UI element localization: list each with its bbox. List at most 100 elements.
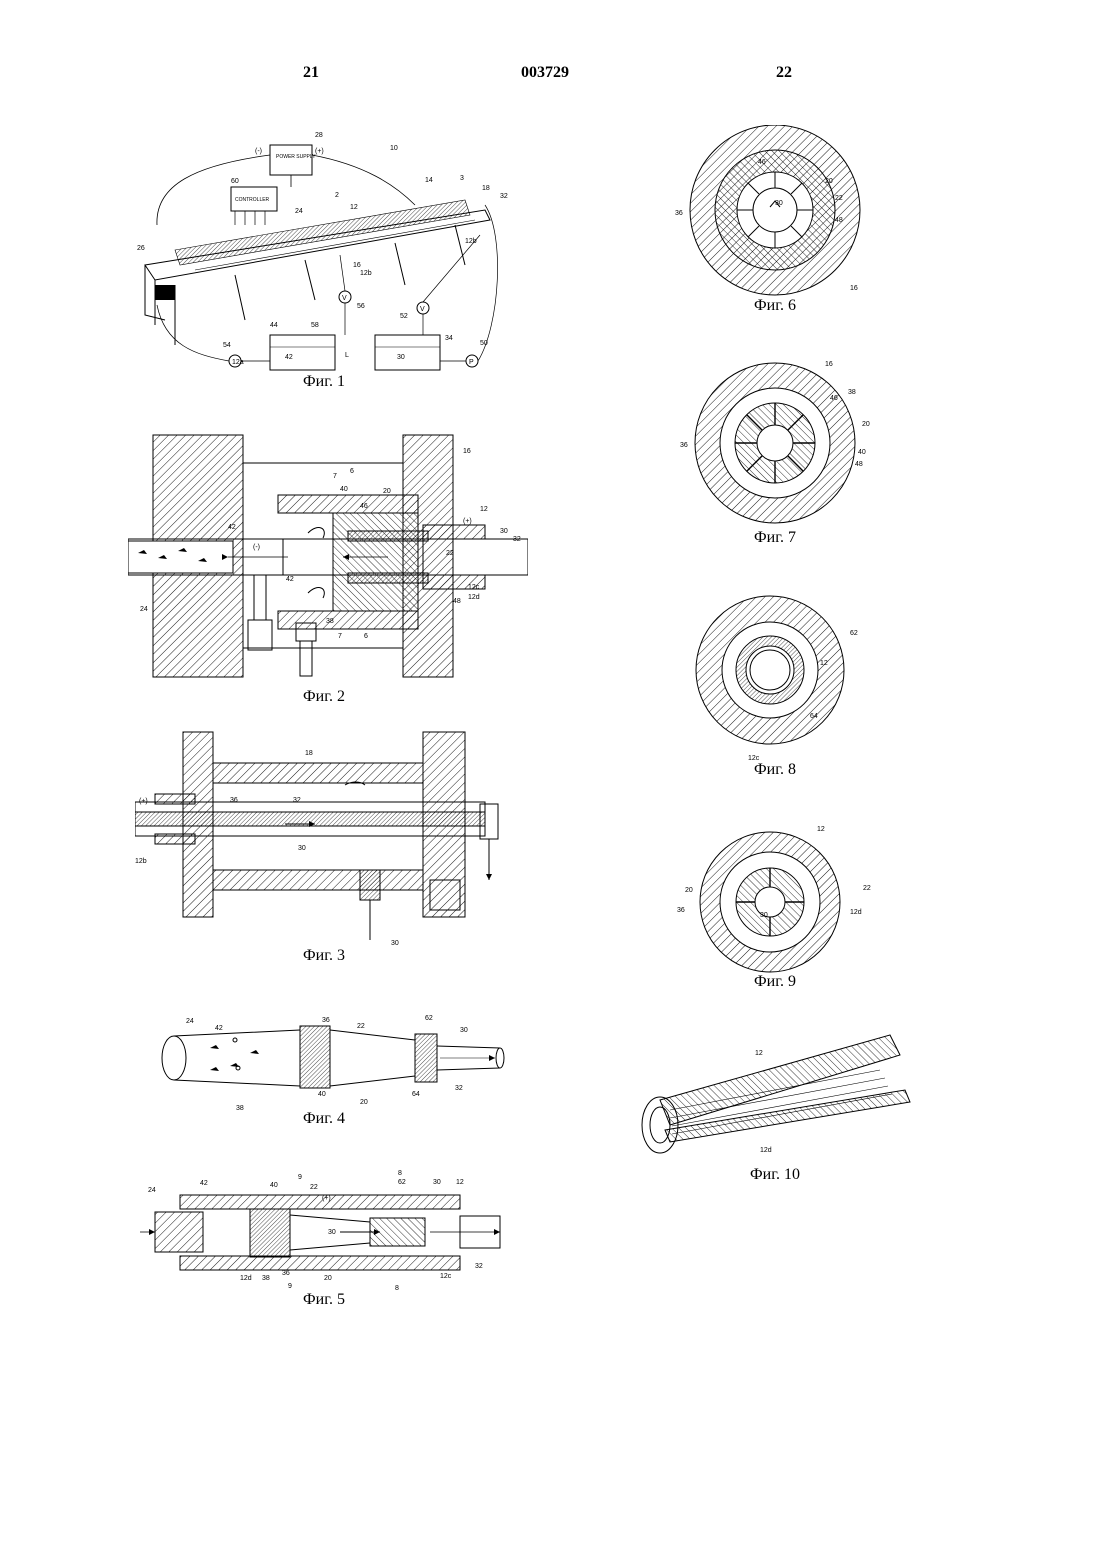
svg-text:3: 3 — [460, 175, 464, 182]
svg-text:12: 12 — [480, 506, 488, 513]
svg-text:32: 32 — [475, 1263, 483, 1270]
svg-text:54: 54 — [223, 342, 231, 349]
svg-text:46: 46 — [758, 159, 766, 166]
figure-5-drawing: 24 42 40 9 22 (+) 62 8 30 12 30 12d 38 3… — [140, 1170, 510, 1295]
svg-text:9: 9 — [288, 1283, 292, 1290]
svg-text:42: 42 — [215, 1025, 223, 1032]
svg-text:12d: 12d — [240, 1275, 252, 1282]
svg-text:22: 22 — [446, 550, 454, 557]
svg-text:12: 12 — [350, 204, 358, 211]
figure-9-caption: Фиг. 9 — [705, 973, 845, 991]
svg-text:30: 30 — [433, 1179, 441, 1186]
svg-text:12: 12 — [820, 660, 828, 667]
svg-text:30: 30 — [397, 354, 405, 361]
svg-text:46: 46 — [830, 395, 838, 402]
svg-text:40: 40 — [340, 486, 348, 493]
svg-text:22: 22 — [863, 885, 871, 892]
svg-text:30: 30 — [298, 845, 306, 852]
svg-text:16: 16 — [463, 448, 471, 455]
svg-text:40: 40 — [318, 1091, 326, 1098]
svg-text:12: 12 — [456, 1179, 464, 1186]
svg-text:36: 36 — [680, 442, 688, 449]
svg-text:32: 32 — [513, 536, 521, 543]
svg-text:V: V — [420, 306, 425, 313]
patent-number: 003729 — [521, 64, 569, 82]
svg-text:(+): (+) — [139, 798, 148, 805]
controller-label: CONTROLLER — [235, 197, 270, 203]
svg-text:6: 6 — [350, 468, 354, 475]
svg-text:12a: 12a — [232, 359, 244, 366]
svg-text:48: 48 — [835, 217, 843, 224]
page-number-right: 22 — [776, 64, 792, 82]
page-number-left: 21 — [303, 64, 319, 82]
figure-7-caption: Фиг. 7 — [705, 529, 845, 547]
svg-text:50: 50 — [480, 340, 488, 347]
svg-text:36: 36 — [675, 210, 683, 217]
svg-text:14: 14 — [425, 177, 433, 184]
svg-text:12b: 12b — [465, 238, 477, 245]
svg-text:16: 16 — [850, 285, 858, 292]
svg-text:24: 24 — [295, 208, 303, 215]
svg-text:36: 36 — [282, 1270, 290, 1277]
svg-text:(+): (+) — [463, 518, 472, 525]
svg-text:L: L — [345, 352, 349, 359]
svg-text:36: 36 — [230, 797, 238, 804]
figure-8-caption: Фиг. 8 — [705, 761, 845, 779]
svg-text:12d: 12d — [760, 1147, 772, 1154]
svg-text:V: V — [342, 295, 347, 302]
svg-text:8: 8 — [398, 1170, 402, 1177]
svg-text:10: 10 — [390, 145, 398, 152]
svg-text:6: 6 — [364, 633, 368, 640]
svg-text:64: 64 — [810, 713, 818, 720]
svg-text:40: 40 — [270, 1182, 278, 1189]
svg-text:30: 30 — [500, 528, 508, 535]
figure-6-drawing: 46 20 22 48 36 30 16 — [675, 125, 895, 300]
svg-text:26: 26 — [137, 245, 145, 252]
svg-text:62: 62 — [425, 1015, 433, 1022]
figure-9-drawing: 12 20 22 36 12d 30 — [675, 820, 885, 975]
svg-text:16: 16 — [353, 262, 361, 269]
svg-text:P: P — [469, 359, 474, 366]
svg-text:7: 7 — [338, 633, 342, 640]
svg-text:38: 38 — [848, 389, 856, 396]
figure-4-caption: Фиг. 4 — [254, 1110, 394, 1128]
figure-10-drawing: 12 12d — [630, 1030, 920, 1170]
svg-text:30: 30 — [760, 912, 768, 919]
svg-text:12b: 12b — [135, 858, 147, 865]
svg-text:42: 42 — [286, 576, 294, 583]
figure-10-caption: Фиг. 10 — [705, 1166, 845, 1184]
svg-text:18: 18 — [482, 185, 490, 192]
svg-text:12b: 12b — [360, 270, 372, 277]
svg-text:7: 7 — [333, 473, 337, 480]
svg-text:42: 42 — [228, 524, 236, 531]
svg-text:24: 24 — [186, 1018, 194, 1025]
figure-7-drawing: 16 38 46 20 36 40 48 — [680, 358, 890, 528]
svg-text:8: 8 — [395, 1285, 399, 1292]
svg-text:18: 18 — [305, 750, 313, 757]
svg-text:42: 42 — [285, 354, 293, 361]
svg-text:48: 48 — [453, 598, 461, 605]
svg-text:36: 36 — [677, 907, 685, 914]
svg-text:62: 62 — [850, 630, 858, 637]
svg-text:24: 24 — [148, 1187, 156, 1194]
svg-text:38: 38 — [262, 1275, 270, 1282]
svg-text:30: 30 — [391, 940, 399, 947]
figure-1-caption: Фиг. 1 — [254, 373, 394, 391]
svg-text:20: 20 — [383, 488, 391, 495]
svg-text:32: 32 — [500, 193, 508, 200]
svg-text:24: 24 — [140, 606, 148, 613]
svg-text:20: 20 — [825, 178, 833, 185]
svg-text:(-): (-) — [255, 148, 262, 155]
svg-text:42: 42 — [200, 1180, 208, 1187]
svg-text:20: 20 — [324, 1275, 332, 1282]
svg-text:40: 40 — [858, 449, 866, 456]
svg-text:30: 30 — [328, 1229, 336, 1236]
svg-text:44: 44 — [270, 322, 278, 329]
figure-5-caption: Фиг. 5 — [254, 1291, 394, 1309]
svg-text:46: 46 — [360, 503, 368, 510]
svg-text:28: 28 — [315, 132, 323, 139]
svg-text:20: 20 — [862, 421, 870, 428]
svg-text:30: 30 — [460, 1027, 468, 1034]
svg-text:38: 38 — [236, 1105, 244, 1112]
figure-2-caption: Фиг. 2 — [254, 688, 394, 706]
